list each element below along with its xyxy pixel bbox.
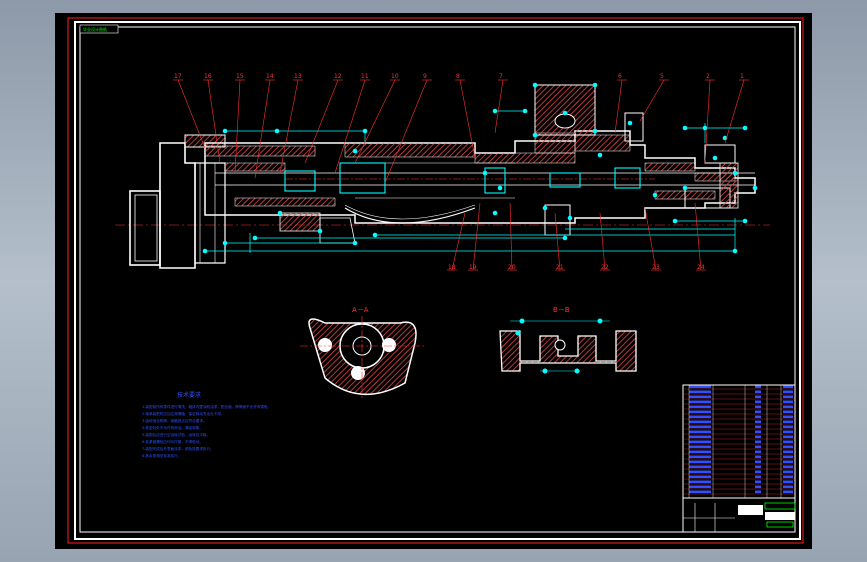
section-a-label: A－A — [352, 306, 369, 314]
section-b-label: B－B — [553, 306, 570, 314]
note-line: 8.其余按相关标准执行。 — [142, 453, 181, 458]
note-line: 6.各紧固螺栓应均匀拧紧，不得松动。 — [142, 439, 203, 444]
balloon-label-2: 2 — [706, 73, 710, 80]
notes-title: 技术要求 — [177, 391, 201, 399]
notes-list: 1.装配前所有零件进行清洗，箱体内壁涂耐油漆，配合面、摩擦面不允许有锈斑。 2.轴… — [142, 404, 271, 458]
sheet-drawing-border — [79, 26, 796, 533]
balloon-label-6: 6 — [618, 73, 622, 80]
title-tag-text: 毕业设计图纸 — [83, 26, 107, 32]
balloon-label-24: 24 — [697, 264, 705, 271]
note-line: 3.齿轮啮合侧隙、接触斑点应符合要求。 — [142, 418, 207, 423]
balloon-label-1: 1 — [740, 73, 744, 80]
balloon-label-22: 22 — [601, 264, 609, 271]
title-tag-box — [79, 24, 119, 34]
balloon-label-14: 14 — [266, 73, 274, 80]
balloon-label-7: 7 — [499, 73, 503, 80]
balloon-label-9: 9 — [423, 73, 427, 80]
note-line: 2.轴承装配时应加注润滑脂，保证转动灵活无卡滞。 — [142, 411, 225, 416]
balloon-label-23: 23 — [652, 264, 660, 271]
cad-viewport[interactable]: 毕业设计图纸 — [55, 13, 812, 549]
technical-notes: 技术要求 1.装配前所有零件进行清洗，箱体内壁涂耐油漆，配合面、摩擦面不允许有锈… — [142, 391, 271, 458]
assembly-drawing: 毕业设计图纸 — [67, 17, 804, 544]
sheet-inner-frame — [74, 21, 801, 540]
balloon-label-21: 21 — [556, 264, 564, 271]
title-block — [682, 384, 796, 533]
sheet-outer-border — [67, 17, 804, 544]
section-b-b: B－B — [499, 306, 637, 374]
balloon-label-17: 17 — [174, 73, 182, 80]
note-line: 5.装配后应进行空运转试验，运转应平稳。 — [142, 432, 210, 437]
section-a-a: A－A — [300, 306, 425, 398]
balloon-label-18: 18 — [448, 264, 456, 271]
balloon-label-8: 8 — [456, 73, 460, 80]
bom-table — [683, 385, 795, 498]
balloon-label-13: 13 — [294, 73, 302, 80]
balloon-label-5: 5 — [660, 73, 664, 80]
balloon-label-16: 16 — [204, 73, 212, 80]
balloon-label-19: 19 — [469, 264, 477, 271]
note-line: 7.装配完成后外表面涂漆，颜色按要求执行。 — [142, 446, 214, 451]
balloon-label-15: 15 — [236, 73, 244, 80]
balloon-label-12: 12 — [334, 73, 342, 80]
balloon-label-20: 20 — [508, 264, 516, 271]
balloon-label-11: 11 — [361, 73, 369, 80]
note-line: 4.各密封处不允许有渗油、漏油现象。 — [142, 425, 203, 430]
balloon-label-10: 10 — [391, 73, 399, 80]
note-line: 1.装配前所有零件进行清洗，箱体内壁涂耐油漆，配合面、摩擦面不允许有锈斑。 — [142, 404, 271, 409]
main-assembly — [115, 82, 770, 269]
